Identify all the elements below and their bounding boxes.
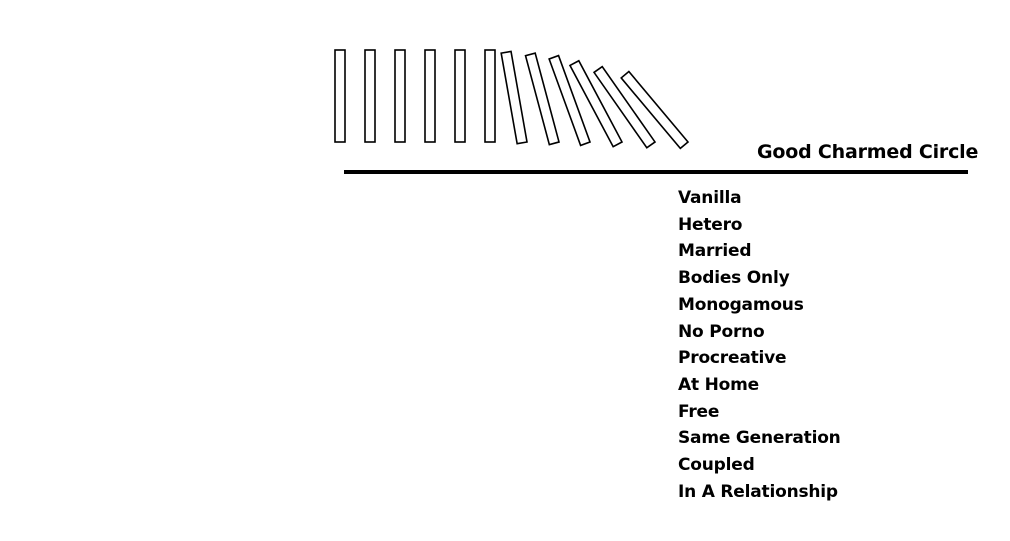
domino-tile [592, 65, 657, 149]
list-item: Vanilla [678, 188, 742, 208]
list-item: Free [678, 401, 720, 422]
list-item: Procreative [678, 348, 787, 369]
list-item: Monogamous [678, 294, 804, 315]
domino-tile [500, 50, 528, 145]
domino-tile [524, 52, 560, 146]
list-item: In A Relationship [678, 481, 838, 502]
domino-tile [424, 49, 436, 143]
list-item: No Porno [678, 321, 765, 342]
domino-tile [364, 49, 376, 143]
domino-tile [484, 49, 496, 143]
domino-tile [394, 49, 406, 143]
domino-tile [548, 54, 592, 147]
list-item: Bodies Only [678, 268, 790, 289]
list-item: Hetero [678, 214, 743, 235]
ground-line [344, 170, 968, 174]
diagram-heading: Good Charmed Circle [757, 141, 979, 163]
domino-tile [334, 49, 346, 143]
list-item: Married [678, 241, 752, 262]
domino-tile [568, 59, 624, 148]
list-item: Coupled [678, 455, 755, 476]
domino-tile [620, 70, 690, 150]
list-item: At Home [678, 374, 759, 395]
domino-tile [454, 49, 466, 143]
list-item: Same Generation [678, 428, 841, 449]
